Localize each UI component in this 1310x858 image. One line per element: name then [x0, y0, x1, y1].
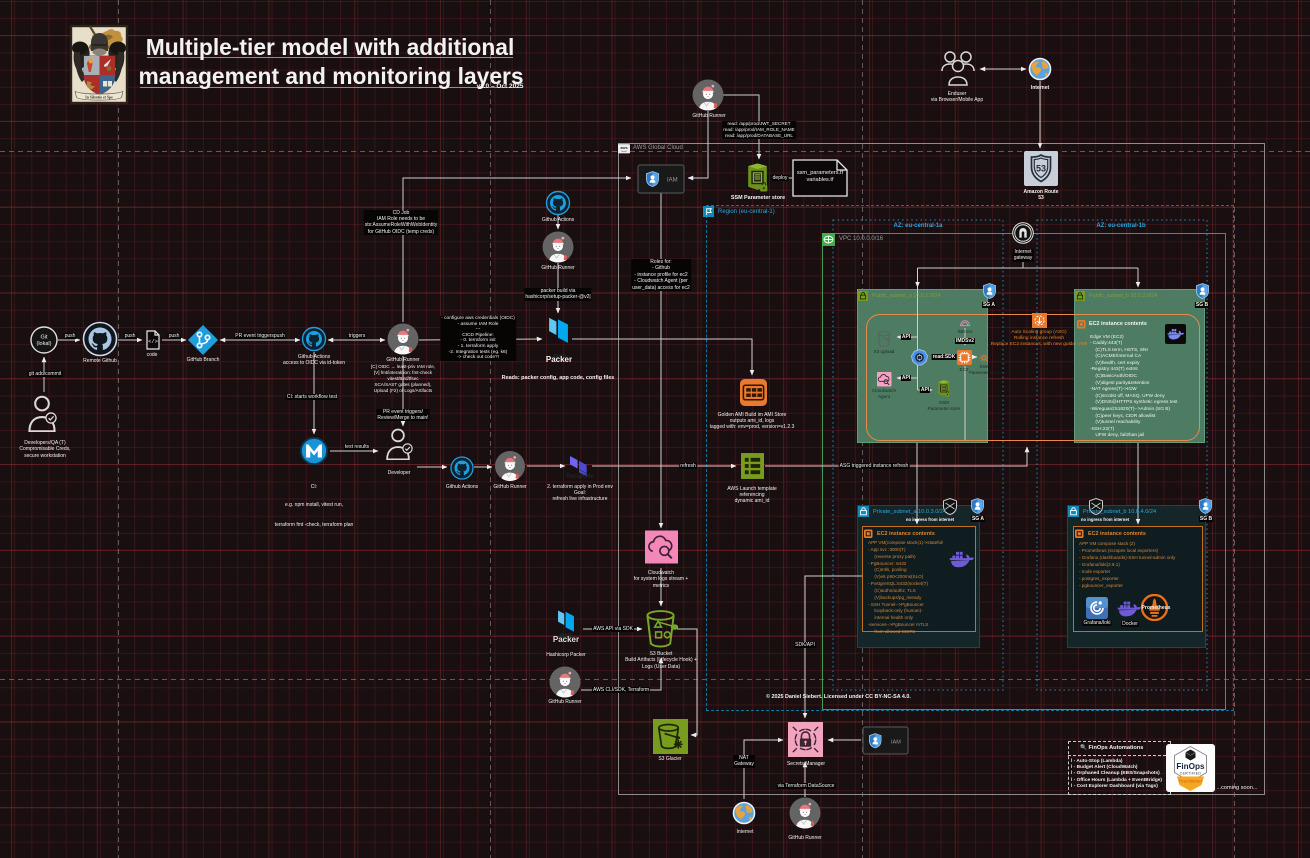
svg-text:Practitioner: Practitioner: [1179, 779, 1203, 784]
svg-text:(lokal): (lokal): [37, 341, 52, 347]
svg-text:FinOps: FinOps: [1176, 762, 1205, 771]
svg-text:CERTIFIED: CERTIFIED: [1180, 772, 1202, 776]
svg-text:Git: Git: [40, 335, 48, 341]
svg-text:IAM: IAM: [667, 178, 678, 184]
svg-text:IAM: IAM: [891, 740, 901, 746]
svg-text:In Silentio et Spe: In Silentio et Spe: [85, 96, 113, 100]
